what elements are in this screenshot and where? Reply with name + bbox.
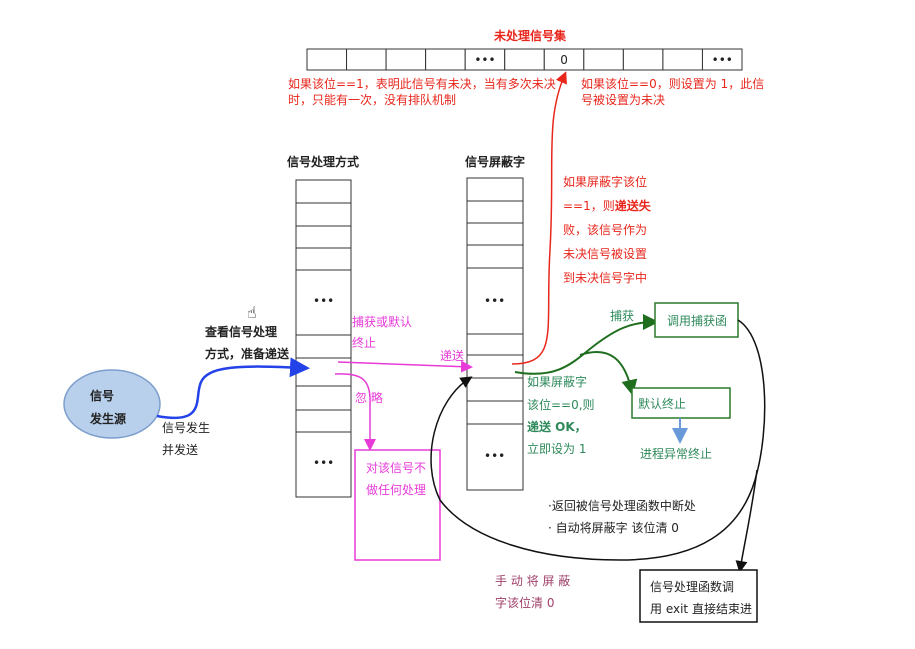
- catch-or-default-2: 终止: [352, 335, 376, 350]
- call-handler-label: 调用捕获函: [667, 313, 727, 328]
- table-row: [295, 202, 352, 227]
- exit-arrow: [735, 469, 758, 573]
- mask-ok-note-1: 如果屏蔽字: [527, 374, 587, 389]
- mask-fail-note-3: 败，该信号作为: [563, 222, 647, 237]
- source-label-1: 信号: [90, 388, 114, 403]
- mask-fail-note-2a: ==1，则: [563, 199, 615, 213]
- table-row: [295, 247, 352, 271]
- handler-table: [295, 179, 352, 498]
- call-handler-box: [654, 302, 739, 338]
- table-row: [466, 177, 524, 202]
- table-row: [295, 225, 352, 249]
- catch-arrow: [514, 314, 659, 375]
- check-label-1: 查看信号处理: [204, 324, 277, 339]
- abnormal-exit-label: 进程异常终止: [640, 446, 712, 461]
- table-row: [295, 334, 352, 359]
- table-row: [466, 354, 524, 379]
- pending-cell-value: 0: [560, 53, 568, 67]
- table-row: [295, 179, 352, 204]
- handler-column-title: 信号处理方式: [287, 154, 359, 169]
- mask-fail-note-1: 如果屏蔽字该位: [563, 174, 647, 189]
- ignore-box-1: 对该信号不: [366, 461, 426, 475]
- ignore-box: [354, 449, 441, 561]
- pending-cell: [306, 48, 348, 71]
- exit-box-2: 用 exit 直接结束进: [650, 601, 752, 616]
- table-row: [295, 409, 352, 433]
- manual-clear-2: 字该位清 0: [495, 595, 554, 610]
- mask-dots-1: •••: [484, 294, 505, 308]
- mask-fail-note-4: 未决信号被设置: [563, 247, 647, 261]
- mask-ok-note-3: 递送 OK，: [527, 419, 587, 434]
- table-row: [466, 423, 524, 491]
- pending-note-right-2: 号被设置为未决: [581, 93, 665, 107]
- catch-label: 捕获: [610, 308, 634, 323]
- pending-cell: [385, 48, 427, 71]
- pending-set-title: 未处理信号集: [493, 28, 567, 43]
- table-row: [466, 377, 524, 402]
- pending-cell: [701, 48, 743, 71]
- send-arrow: [156, 357, 310, 419]
- check-label-2: 方式，准备递送: [205, 346, 290, 361]
- ignore-label: 忽 略: [355, 390, 383, 405]
- pending-cell: [662, 48, 703, 71]
- pending-cell: [425, 48, 466, 71]
- table-row: [466, 244, 524, 269]
- source-label-2: 发生源: [89, 411, 126, 426]
- default-arrow: [579, 350, 638, 396]
- mask-fail-arrow: [511, 71, 567, 365]
- deliver-arrow: [337, 360, 473, 373]
- table-row: [295, 431, 352, 498]
- mask-ok-note-4: 立即设为 1: [527, 441, 586, 456]
- return-note-2: · 自动将屏蔽字 该位清 0: [548, 520, 679, 535]
- mask-fail-note-2b: 递送失: [615, 198, 652, 213]
- pending-note-left-1: 如果该位==1，表明此信号有未决，当有多次未决: [288, 76, 556, 91]
- hand-cursor-icon: ☝: [247, 303, 257, 322]
- send-label-2: 并发送: [162, 442, 198, 457]
- table-row: [295, 385, 352, 411]
- pending-signal-array: ••• 0 •••: [306, 48, 743, 71]
- return-note-1: ·返回被信号处理函数中断处: [548, 498, 696, 513]
- handler-dots-2: •••: [313, 456, 334, 470]
- default-terminate-label: 默认终止: [638, 396, 686, 411]
- send-label-1: 信号发生: [162, 420, 210, 435]
- ignore-box-2: 做任何处理: [366, 482, 426, 497]
- pending-cell: [346, 48, 387, 71]
- pending-cell-value: •••: [712, 53, 733, 67]
- signal-source-node: [63, 369, 161, 439]
- mask-fail-note-2: ==1，则递送失: [563, 198, 652, 213]
- return-loop-arrow: [430, 319, 766, 561]
- mask-table: [466, 177, 524, 491]
- table-row: [466, 222, 524, 246]
- pending-cell: [583, 48, 624, 71]
- mask-ok-note-2: 该位==0,则: [527, 397, 595, 412]
- exit-box-1: 信号处理函数调: [650, 579, 734, 594]
- table-row: [466, 200, 524, 224]
- mask-dots-2: •••: [484, 449, 505, 463]
- table-row: [466, 333, 524, 356]
- ignore-arrow: [334, 373, 376, 451]
- pending-cell: [622, 48, 664, 71]
- exit-box: [639, 569, 758, 623]
- pending-note-right-1: 如果该位==0，则设置为 1，此信: [581, 76, 764, 91]
- table-row: [295, 269, 352, 336]
- mask-fail-note-5: 到未决信号字中: [563, 270, 647, 285]
- table-row: [466, 400, 524, 425]
- pending-cell-value: •••: [474, 53, 495, 67]
- deliver-label: 递送: [440, 348, 464, 363]
- manual-clear-1: 手 动 将 屏 蔽: [495, 574, 570, 588]
- catch-or-default-1: 捕获或默认: [352, 314, 412, 329]
- pending-note-left-2: 时，只能有一次，没有排队机制: [288, 92, 456, 107]
- mask-column-title: 信号屏蔽字: [465, 154, 525, 169]
- pending-cell: [504, 48, 545, 71]
- handler-dots-1: •••: [313, 294, 334, 308]
